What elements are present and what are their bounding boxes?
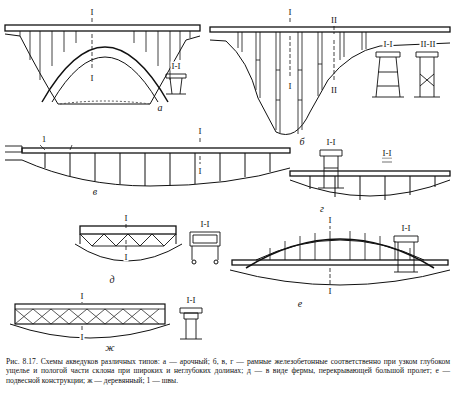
figure-letter: д: [108, 275, 115, 285]
section-mark: I: [90, 74, 95, 83]
section-mark: I: [198, 167, 203, 176]
figure-letter: б: [298, 137, 305, 147]
section-mark: I: [328, 216, 333, 225]
figure-letter: г: [319, 204, 325, 214]
timber-aqueduct: [10, 302, 202, 339]
figure-letter: а: [157, 103, 164, 113]
section-mark: I: [288, 82, 293, 91]
figure-caption: Рис. 8.17. Схемы акведуков различных тип…: [6, 357, 450, 385]
section-mark: I-I: [326, 138, 337, 147]
section-mark: I-I: [171, 62, 182, 71]
frame-aqueduct-valley: [5, 138, 344, 188]
section-mark: I-I: [383, 40, 394, 49]
section-mark: I: [124, 253, 129, 262]
figure-letter: в: [92, 187, 98, 197]
truss-aqueduct: [75, 224, 220, 264]
section-mark: II: [330, 86, 338, 95]
section-mark: II: [330, 16, 338, 25]
frame-aqueduct-gorge: [210, 18, 450, 135]
suspension-aqueduct: [230, 226, 450, 285]
arch-aqueduct: [5, 18, 200, 104]
section-mark: 1: [41, 135, 48, 144]
section-mark: I-I: [382, 149, 393, 158]
section-mark: I: [328, 287, 333, 296]
frame-aqueduct-slope: [290, 158, 450, 200]
section-mark: II-II: [420, 40, 437, 49]
section-mark: I-I: [200, 220, 211, 229]
figure-letter: е: [297, 299, 303, 309]
section-mark: I: [90, 8, 95, 17]
section-mark: I-I: [401, 224, 412, 233]
section-mark: I: [198, 127, 203, 136]
section-mark: I: [124, 214, 129, 223]
section-mark: I: [80, 333, 85, 342]
section-mark: I: [80, 292, 85, 301]
section-mark: I-I: [186, 296, 197, 305]
figure-letter: ж: [104, 343, 115, 353]
section-mark: I: [288, 8, 293, 17]
